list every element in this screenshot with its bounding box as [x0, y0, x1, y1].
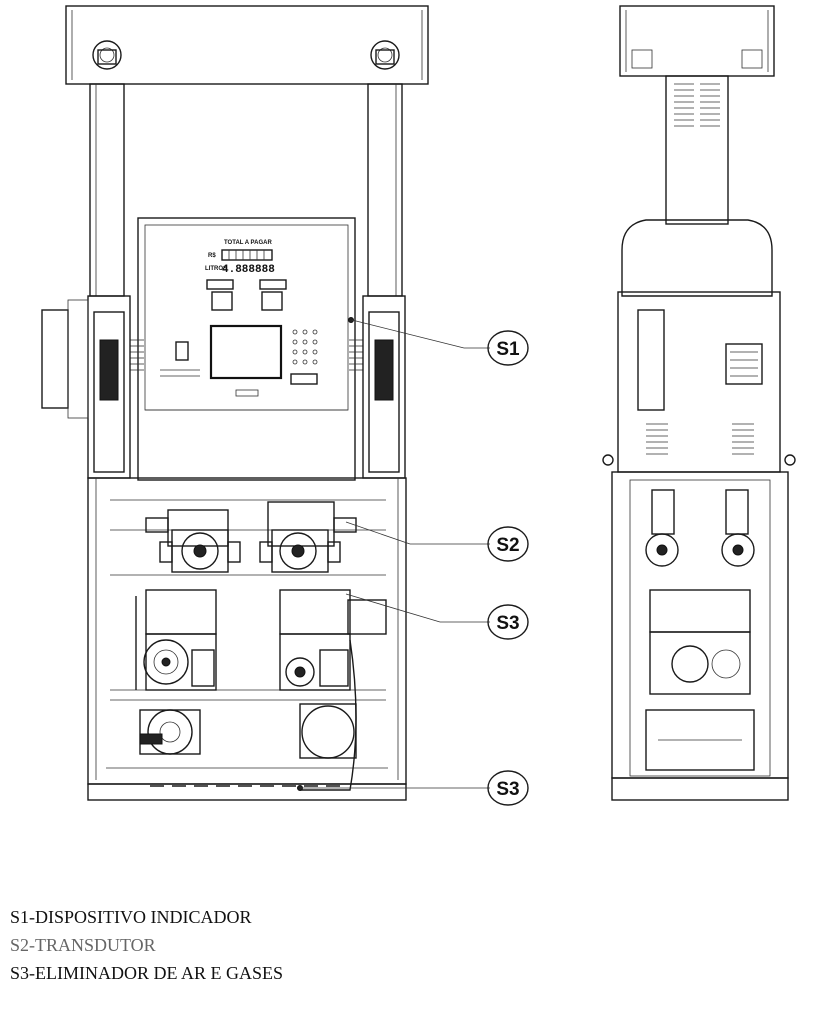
callout-s3-upper: S3 [345, 593, 529, 640]
pump-left [135, 589, 217, 691]
display-row1-label: R$ [208, 253, 216, 259]
price-display: TOTAL A PAGAR R$ LITROS 4.888888 [205, 240, 287, 290]
side-view [602, 5, 796, 801]
legend-item-s2: S2-TRANSDUTOR [10, 935, 156, 955]
meter-right [259, 501, 357, 573]
callout-s1: S1 [351, 319, 529, 366]
callout-s3-lower-label: S3 [496, 779, 519, 800]
pump-right [279, 589, 387, 691]
keypad [290, 329, 318, 385]
side-pump [645, 589, 755, 771]
front-view: TOTAL A PAGAR R$ LITROS 4.888888 [41, 5, 429, 801]
callout-s3-lower: S3 [297, 770, 529, 806]
side-meters [645, 489, 755, 567]
hose-pulley-left [92, 40, 122, 70]
callout-s3-upper-label: S3 [496, 613, 519, 634]
meter-left [145, 509, 241, 573]
side-grille-left [130, 339, 144, 371]
callout-s2-label: S2 [496, 535, 519, 556]
head-vents [646, 423, 754, 455]
motor-right [299, 703, 357, 759]
legend: S1-DISPOSITIVO INDICADOR S2-TRANSDUTOR S… [10, 903, 610, 987]
display-row2-digits: 4.888888 [222, 264, 275, 276]
legend-item-s1: S1-DISPOSITIVO INDICADOR [10, 907, 252, 927]
display-title: TOTAL A PAGAR [224, 240, 272, 246]
side-grille-right [349, 339, 363, 371]
dispenser-technical-drawing: TOTAL A PAGAR R$ LITROS 4.888888 [41, 5, 796, 806]
callout-s1-label: S1 [496, 339, 520, 360]
hose-pulley-right [370, 40, 400, 70]
display-row2-label: LITROS [205, 266, 227, 272]
column-vent [674, 83, 720, 127]
legend-item-s3: S3-ELIMINADOR DE AR E GASES [10, 963, 284, 983]
motor-left [139, 709, 201, 755]
callout-s2: S2 [345, 521, 529, 562]
